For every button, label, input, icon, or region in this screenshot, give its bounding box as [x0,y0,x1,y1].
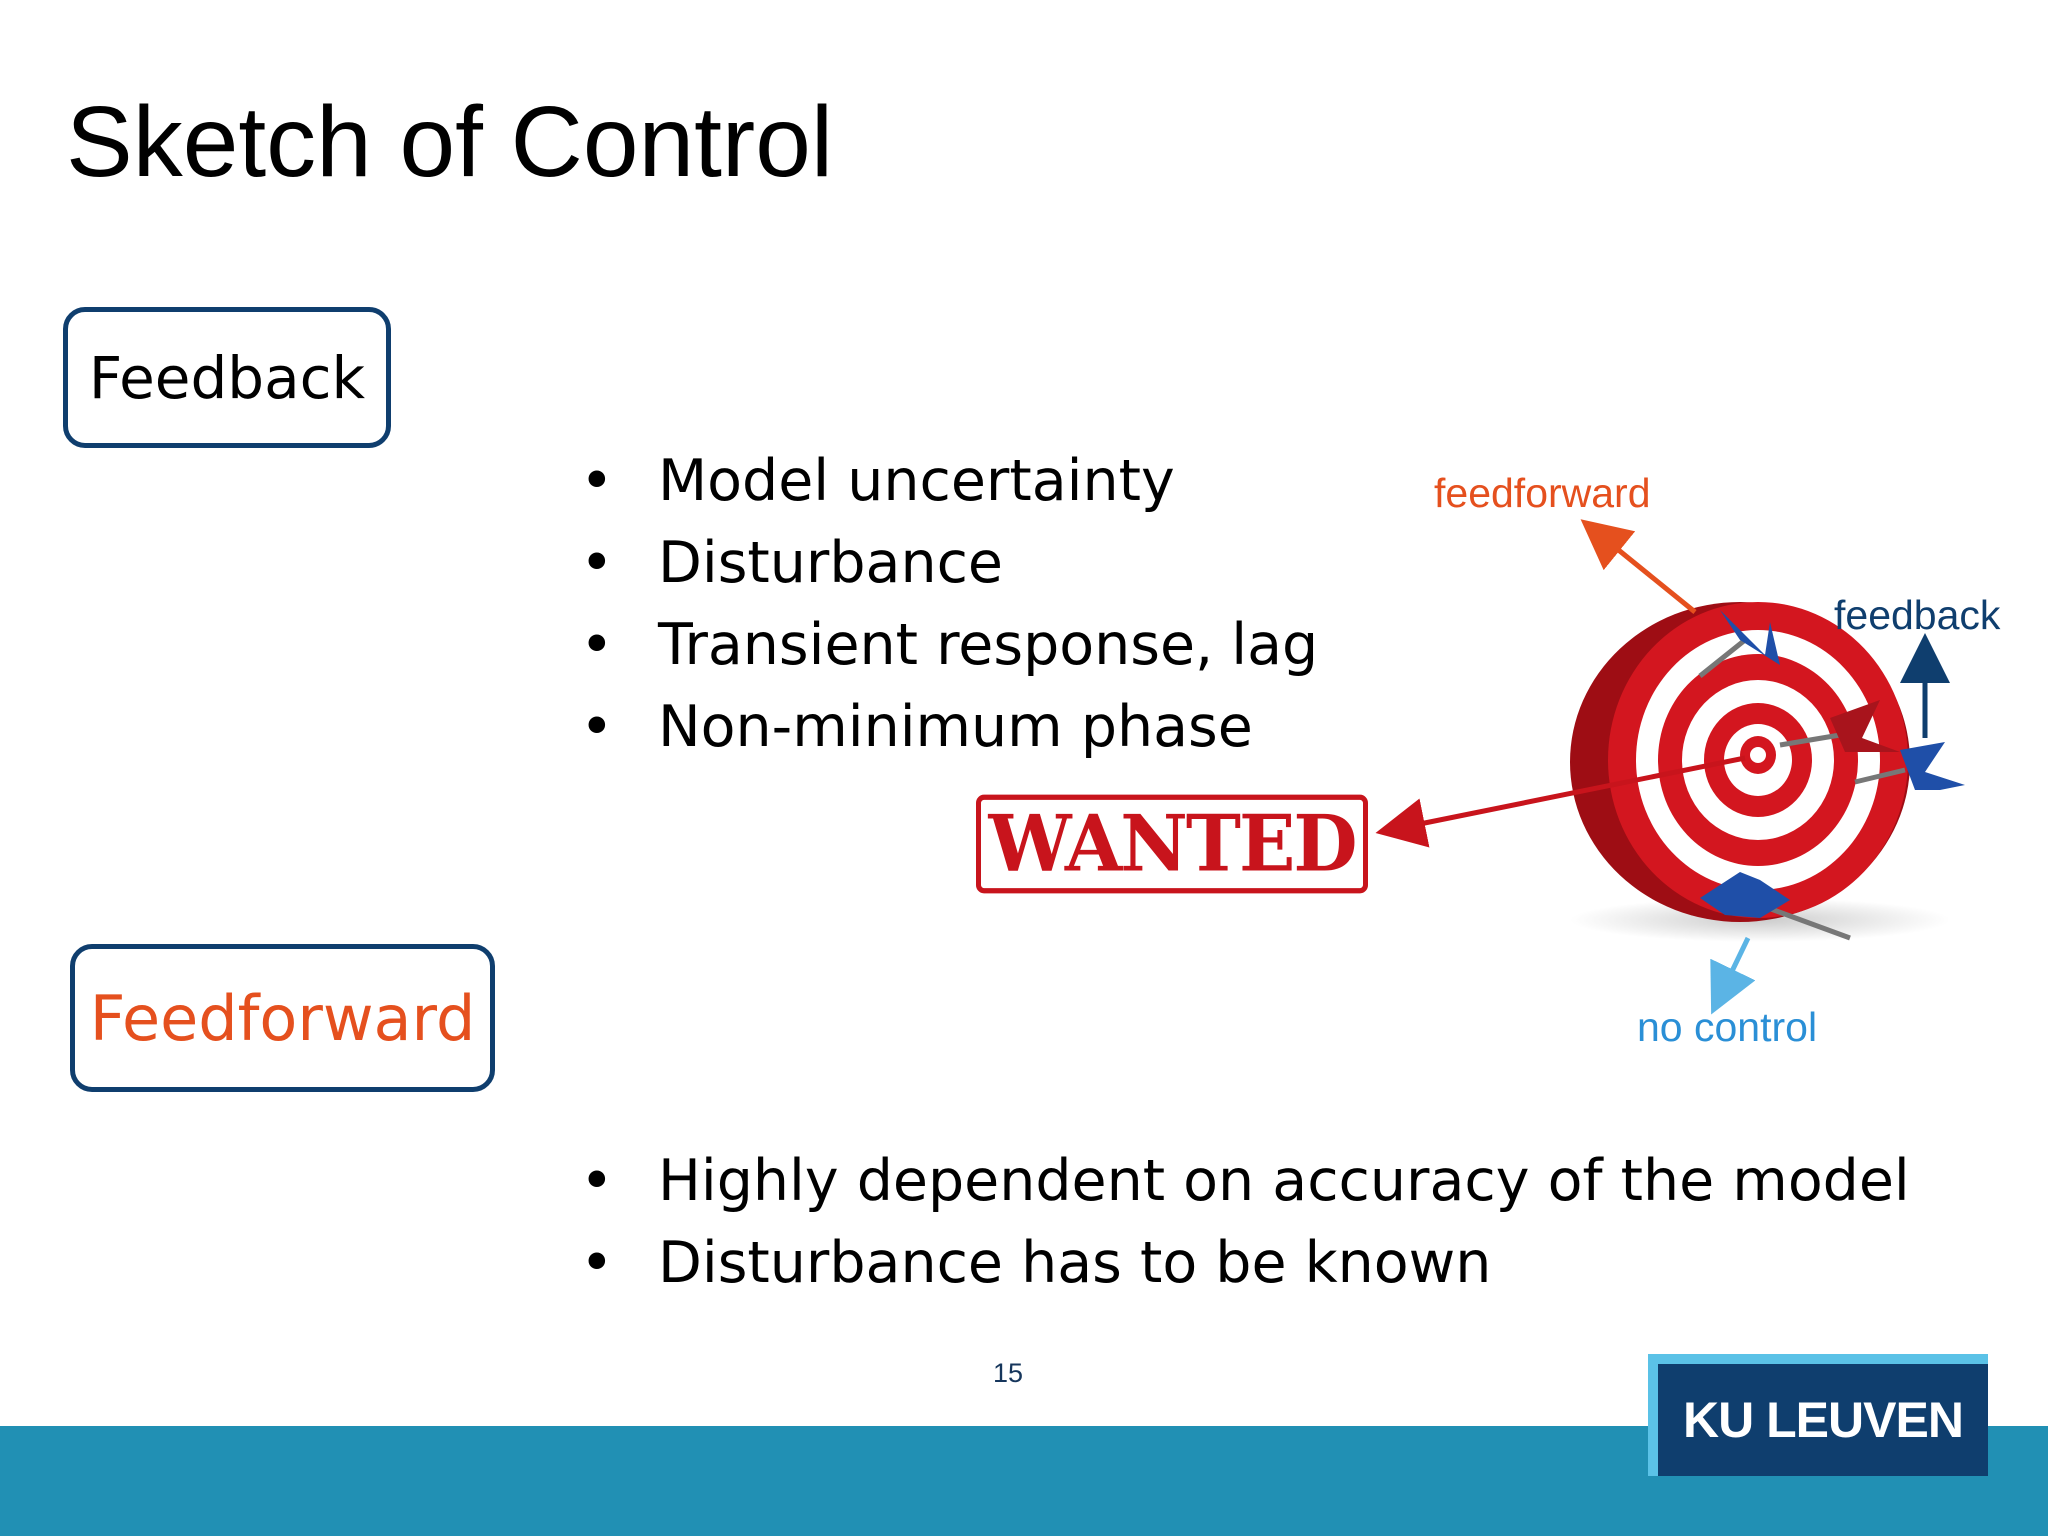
bullet-dot: • [580,1230,614,1296]
slide-title: Sketch of Control [66,86,834,198]
label-feedback: feedback [1834,592,2001,638]
dart-icon [1779,700,1900,752]
list-item: •Highly dependent on accuracy of the mod… [580,1140,1910,1222]
bullet-dot: • [580,530,614,596]
page-number: 15 [993,1358,1024,1388]
feedforward-box-label: Feedforward [89,981,476,1055]
dart-icon [1698,610,1780,678]
feedback-bullet-list: •Model uncertainty •Disturbance •Transie… [580,440,1318,768]
arrow-to-wanted [1375,755,1746,848]
target-icon [1570,602,1910,922]
bullet-dot: • [580,612,614,678]
list-item: •Disturbance [580,522,1318,604]
arrow-no-control [1710,936,1756,1015]
bullet-dot: • [580,694,614,760]
arrow-feedforward [1580,519,1697,614]
label-feedforward: feedforward [1434,470,1651,516]
ku-leuven-logo: KU LEUVEN [1648,1354,1988,1476]
list-item: •Transient response, lag [580,604,1318,686]
bullet-dot: • [580,1148,614,1214]
feedforward-bullet-list: •Highly dependent on accuracy of the mod… [580,1140,1910,1304]
dart-icon [1700,872,1851,941]
feedforward-box: Feedforward [70,944,495,1092]
dart-icon [1854,742,1965,790]
list-item: •Non-minimum phase [580,686,1318,768]
label-no-control: no control [1637,1004,1818,1050]
wanted-stamp: WANTED [976,794,1368,894]
logo-text: KU LEUVEN [1683,1392,1964,1448]
list-item: •Disturbance has to be known [580,1222,1910,1304]
feedback-box-label: Feedback [88,343,366,412]
feedback-box: Feedback [63,307,391,448]
bullet-dot: • [580,448,614,514]
list-item: •Model uncertainty [580,440,1318,522]
